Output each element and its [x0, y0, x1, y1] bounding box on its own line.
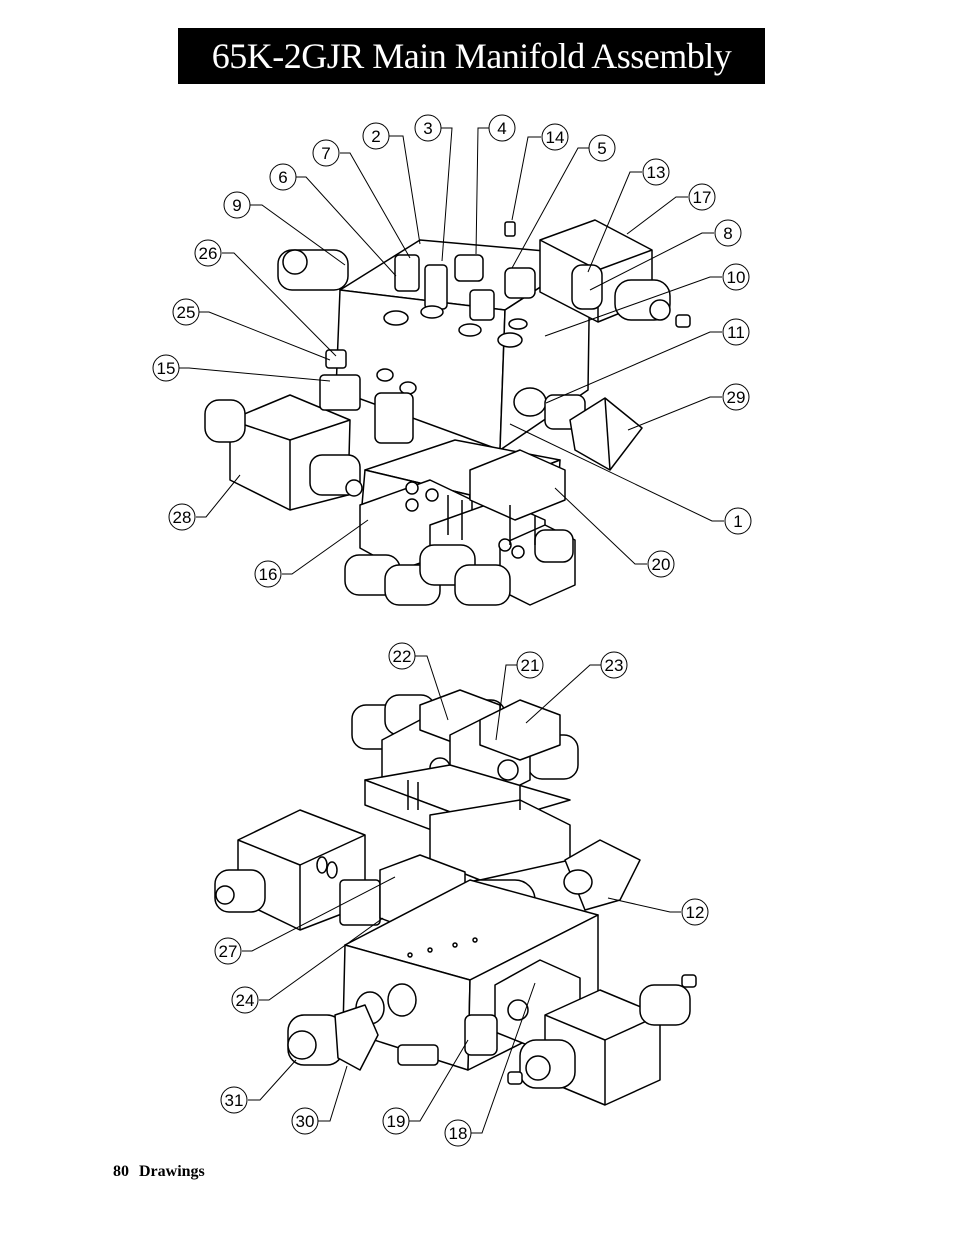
right-solenoid — [539, 219, 691, 328]
callout: 24 — [231, 986, 259, 1014]
upper-valve-stack — [351, 689, 579, 806]
callout-label: 29 — [727, 388, 746, 407]
bottom-right-fitting — [563, 839, 641, 911]
footer-section: Drawings — [139, 1163, 205, 1180]
callout-label: 22 — [393, 647, 412, 666]
callout-label: 15 — [157, 359, 176, 378]
top-assembly-view — [204, 219, 691, 606]
callout: 4 — [488, 114, 516, 142]
callout: 22 — [388, 642, 416, 670]
middle-plate — [364, 764, 571, 881]
callout: 5 — [588, 134, 616, 162]
callout-label: 30 — [296, 1112, 315, 1131]
callout-label: 31 — [225, 1091, 244, 1110]
callout: 8 — [714, 219, 742, 247]
callout-label: 26 — [199, 244, 218, 263]
callout-label: 23 — [605, 656, 624, 675]
title-bar: 65K-2GJR Main Manifold Assembly — [178, 28, 765, 84]
callout: 2 — [362, 122, 390, 150]
callout-label: 1 — [733, 512, 742, 531]
callout-label: 13 — [647, 163, 666, 182]
callout: 25 — [172, 298, 200, 326]
left-fittings — [277, 249, 417, 395]
callout: 3 — [414, 114, 442, 142]
callout-label: 28 — [173, 508, 192, 527]
callout-label: 3 — [423, 119, 432, 138]
callout: 1 — [724, 507, 752, 535]
callout-label: 16 — [259, 565, 278, 584]
callout-label: 24 — [236, 991, 255, 1010]
callout-label: 18 — [449, 1124, 468, 1143]
callout: 17 — [688, 183, 716, 211]
callout-label: 7 — [321, 144, 330, 163]
top-fittings — [383, 221, 536, 348]
callout-leaders — [179, 127, 724, 1134]
callout: 21 — [516, 651, 544, 679]
callout: 28 — [168, 503, 196, 531]
callout: 16 — [254, 560, 282, 588]
page-footer: 80 Drawings — [113, 1163, 205, 1181]
bottom-assembly-view — [214, 689, 697, 1106]
callout: 15 — [152, 354, 180, 382]
callout: 14 — [541, 123, 569, 151]
right-fitting — [513, 387, 643, 471]
callout-label: 11 — [727, 323, 745, 342]
callout: 26 — [194, 239, 222, 267]
callout: 29 — [722, 383, 750, 411]
bottom-right-block — [494, 959, 697, 1106]
callout-label: 25 — [177, 303, 196, 322]
callout: 12 — [681, 898, 709, 926]
callout: 27 — [214, 937, 242, 965]
lower-valve-stack — [344, 439, 576, 606]
callout-label: 9 — [232, 196, 241, 215]
callout: 13 — [642, 158, 670, 186]
callout-label: 8 — [723, 224, 732, 243]
callout: 11 — [722, 318, 750, 346]
callout: 7 — [312, 139, 340, 167]
front-fittings — [287, 1004, 498, 1071]
callout-label: 10 — [727, 268, 746, 287]
callout-label: 4 — [497, 119, 506, 138]
callout: 23 — [600, 651, 628, 679]
callout: 6 — [269, 163, 297, 191]
bottom-left-solenoid — [214, 809, 381, 931]
callout-label: 20 — [652, 555, 671, 574]
page-title: 65K-2GJR Main Manifold Assembly — [211, 36, 732, 76]
callout: 19 — [382, 1107, 410, 1135]
callout: 18 — [444, 1119, 472, 1147]
callout-label: 12 — [686, 903, 705, 922]
callout-layer: 2 3 4 14 5 7 6 13 9 17 8 26 10 25 11 15 … — [152, 114, 752, 1147]
callout-label: 19 — [387, 1112, 406, 1131]
callout-label: 17 — [693, 188, 712, 207]
callout: 20 — [647, 550, 675, 578]
callout: 10 — [722, 263, 750, 291]
callout: 9 — [223, 191, 251, 219]
callout: 30 — [291, 1107, 319, 1135]
callout: 31 — [220, 1086, 248, 1114]
callout-label: 6 — [278, 168, 287, 187]
callout-label: 5 — [597, 139, 606, 158]
callout-label: 27 — [219, 942, 238, 961]
callout-label: 14 — [546, 128, 565, 147]
left-solenoid — [204, 374, 414, 511]
callout-label: 2 — [371, 127, 380, 146]
page-number: 80 — [113, 1163, 129, 1180]
callout-label: 21 — [521, 656, 540, 675]
